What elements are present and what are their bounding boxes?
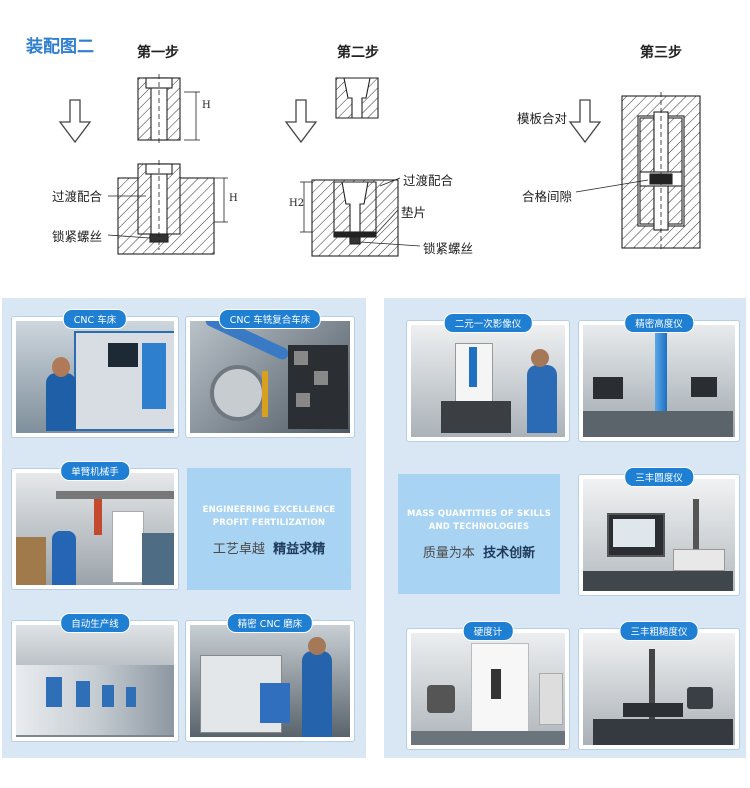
slogan-box: ENGINEERING EXCELLENCE PROFIT FERTILIZAT… xyxy=(187,468,351,590)
photo-robot-arm xyxy=(16,473,174,585)
photo-roundness-tester xyxy=(583,479,735,591)
assembly-drawing xyxy=(58,74,701,257)
equipment-card: 二元一次影像仪 xyxy=(406,313,570,442)
step-3-label: 第三步 xyxy=(640,45,682,61)
step2-assembly xyxy=(300,177,421,257)
down-arrow-icon xyxy=(568,99,602,144)
equipment-card: 硬度计 xyxy=(406,621,570,750)
equipment-card: 三丰圆度仪 xyxy=(578,467,740,596)
card-tag: 单臂机械手 xyxy=(60,461,130,481)
card-tag: 硬度计 xyxy=(462,621,514,641)
slogan-cn: 质量为本 技术创新 xyxy=(398,542,560,561)
assembly-diagram: 装配图二 第一步 第二步 第三步 H H H2 过渡配合 锁紧螺丝 过渡配合 垫… xyxy=(0,0,750,296)
slogan-en-line2: AND TECHNOLOGIES xyxy=(428,522,530,532)
transition-fit-label: 过渡配合 xyxy=(403,173,454,188)
card-tag: 自动生产线 xyxy=(60,613,130,633)
slogan-cn-normal: 质量为本 xyxy=(422,546,475,561)
template-fit-label: 模板合对 xyxy=(517,111,568,126)
equipment-card: 自动生产线 xyxy=(11,613,179,742)
washer-label: 垫片 xyxy=(401,205,427,220)
card-tag: CNC 车床 xyxy=(62,309,128,329)
lock-screw-label: 锁紧螺丝 xyxy=(52,229,103,244)
card-tag: 二元一次影像仪 xyxy=(443,313,533,333)
step2-bushing xyxy=(335,77,379,119)
slogan-cn-normal: 工艺卓越 xyxy=(212,542,265,557)
step1-bushing xyxy=(137,74,200,144)
transition-fit-label: 过渡配合 xyxy=(52,189,103,204)
card-tag: CNC 车铣复合车床 xyxy=(218,309,322,329)
equipment-card: 三丰粗糙度仪 xyxy=(578,621,740,750)
qualified-gap-label: 合格间隙 xyxy=(522,189,573,204)
dim-h-label: H xyxy=(229,193,238,204)
lock-screw-label: 锁紧螺丝 xyxy=(423,241,474,256)
down-arrow-icon xyxy=(284,99,318,144)
equipment-card: CNC 车铣复合车床 xyxy=(185,309,355,438)
photo-height-gauge xyxy=(583,325,735,437)
slogan-en-line1: MASS QUANTITIES OF SKILLS xyxy=(406,509,552,519)
card-tag: 精密 CNC 磨床 xyxy=(226,613,314,633)
equipment-card: CNC 车床 xyxy=(11,309,179,438)
card-tag: 精密高度仪 xyxy=(624,313,694,333)
equipment-card: 精密 CNC 磨床 xyxy=(185,613,355,742)
equipment-card: 单臂机械手 xyxy=(11,461,179,590)
photo-image-measuring xyxy=(411,325,565,437)
step-2-label: 第二步 xyxy=(337,45,379,61)
photo-cnc-grinder xyxy=(190,625,350,737)
slogan-cn: 工艺卓越 精益求精 xyxy=(187,538,351,557)
slogan-en-line1: ENGINEERING EXCELLENCE xyxy=(202,505,336,515)
photo-hardness-tester xyxy=(411,633,565,745)
inspection-panel: 二元一次影像仪 精密高度仪 MASS QUANTITIES OF SKILLS … xyxy=(384,298,746,758)
card-tag: 三丰圆度仪 xyxy=(624,467,694,487)
equipment-panel: CNC 车床 CNC 车铣复合车床 单臂机械手 xyxy=(2,298,366,758)
dim-h-label: H xyxy=(202,100,211,111)
photo-cnc-lathe xyxy=(16,321,174,433)
card-tag: 三丰粗糙度仪 xyxy=(619,621,699,641)
photo-production-line xyxy=(16,625,174,737)
step1-assembly xyxy=(107,160,228,255)
photo-turn-mill xyxy=(190,321,350,433)
slogan-box: MASS QUANTITIES OF SKILLS AND TECHNOLOGI… xyxy=(398,474,560,594)
diagram-title: 装配图二 xyxy=(26,37,94,57)
equipment-card: 精密高度仪 xyxy=(578,313,740,442)
dim-h2-label: H2 xyxy=(289,198,305,209)
down-arrow-icon xyxy=(58,99,92,144)
slogan-en-line2: PROFIT FERTILIZATION xyxy=(212,518,326,528)
slogan-cn-bold: 精益求精 xyxy=(273,542,326,557)
slogan-cn-bold: 技术创新 xyxy=(483,546,536,561)
step3-assembly xyxy=(575,92,701,252)
photo-roughness-tester xyxy=(583,633,735,745)
step-1-label: 第一步 xyxy=(137,45,179,61)
